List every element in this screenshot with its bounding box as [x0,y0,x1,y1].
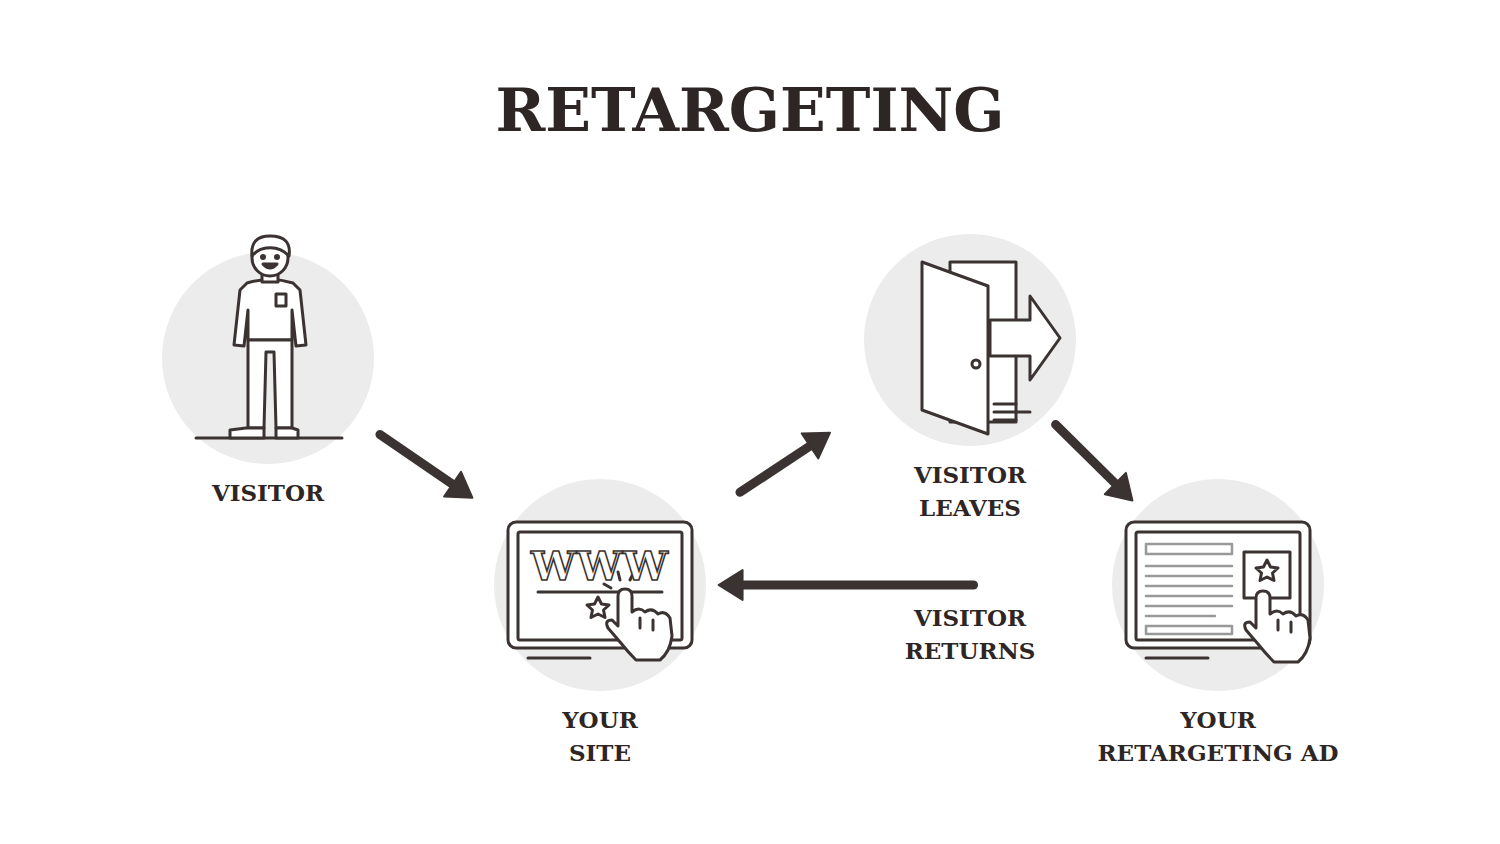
step-label: YOUR SITE [544,703,656,769]
arrow-shaft [1056,425,1119,487]
flow-arrow [1056,425,1133,501]
ad-tablet-icon [1126,522,1310,662]
step-label: VISITOR LEAVES [894,458,1046,524]
circle-fill [494,479,706,691]
arrow-shaft [739,581,974,590]
flow-arrow [740,433,830,493]
arrow-shaft [740,444,813,493]
arrow-head [444,472,472,498]
arrow-label: VISITOR RETURNS [886,601,1054,667]
step-circle: VISITOR LEAVES [864,234,1076,446]
circle-outline [864,234,1076,446]
icon-text: WWW [525,544,675,588]
arrow-head [802,433,830,459]
step-circle: YOUR RETARGETING AD [1112,479,1324,691]
step-label: YOUR RETARGETING AD [1089,703,1347,769]
circle-fill [1112,479,1324,691]
website-tablet-icon [508,522,692,660]
arrow-head [1105,473,1133,501]
arrow-head [719,570,743,600]
flow-arrow [380,435,472,498]
step-label: VISITOR [168,476,368,509]
circle-fill [162,252,374,464]
diagram-title: RETARGETING [0,72,1500,148]
circle-fill [864,234,1076,446]
step-circle: VISITOR [162,252,374,464]
circle-outline [162,252,374,464]
arrow-shaft [380,435,456,487]
flow-arrow [719,570,974,600]
circle-outline [1112,479,1324,691]
